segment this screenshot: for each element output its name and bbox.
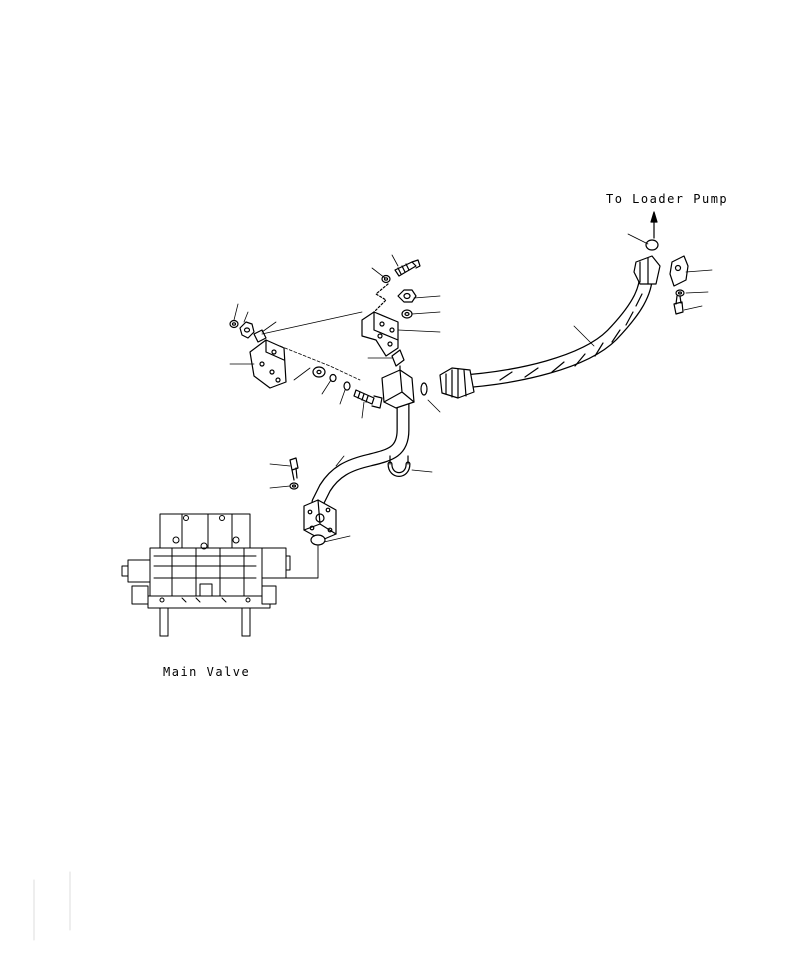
washer: [402, 310, 412, 318]
washer: [344, 382, 350, 390]
label-to-loader-pump: To Loader Pump: [606, 192, 729, 206]
label-main-valve: Main Valve: [163, 665, 251, 679]
nut: [240, 322, 254, 338]
o-ring: [311, 535, 325, 545]
tube-clamp: [382, 370, 414, 408]
hose-end-fitting-top: [634, 256, 660, 284]
o-ring: [421, 383, 427, 395]
hydraulic-hose: [455, 275, 646, 382]
leader-lines: [230, 234, 712, 542]
mounting-bracket-left: [250, 340, 286, 388]
u-bolt: [390, 456, 408, 475]
nut: [398, 290, 416, 302]
bolt: [395, 260, 420, 276]
split-flange: [670, 256, 688, 314]
main-valve: [122, 514, 290, 636]
washer: [290, 483, 298, 489]
hose-end-fitting: [440, 368, 474, 398]
washer: [230, 321, 238, 328]
cap: [646, 240, 658, 250]
mounting-bracket-top: [362, 312, 398, 356]
steel-tube: [318, 388, 403, 502]
washer: [330, 375, 336, 382]
arrow-up-icon: [651, 212, 657, 238]
washer: [313, 367, 325, 377]
bolt: [354, 390, 382, 408]
tube-flange: [304, 500, 336, 540]
clamp-block: [392, 350, 404, 366]
bolt: [290, 458, 298, 480]
spacer: [254, 330, 266, 342]
